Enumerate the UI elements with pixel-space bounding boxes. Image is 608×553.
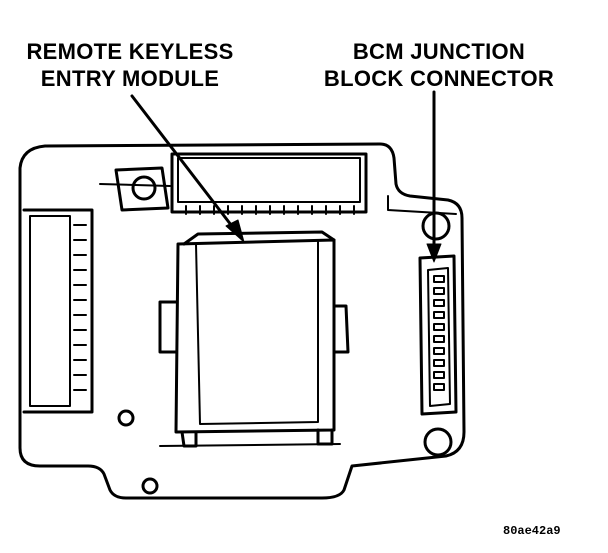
left-connector-pins <box>73 224 87 391</box>
right-upper-mounting-hole <box>421 211 451 241</box>
bottom-mounting-hole <box>141 477 159 495</box>
left-edge-connector <box>22 208 94 414</box>
rke-module-callout: REMOTE KEYLESS ENTRY MODULE <box>14 38 246 92</box>
rke-module-left-tab <box>158 300 178 354</box>
rke-callout-line2: ENTRY MODULE <box>40 66 220 91</box>
right-lower-mounting-hole <box>423 427 453 457</box>
top-header-connector <box>170 152 368 214</box>
rke-module-right-tab <box>332 304 350 354</box>
bcm-connector-inner <box>427 267 451 407</box>
bcm-connector-shell <box>418 254 458 416</box>
rke-leader-line <box>130 94 240 236</box>
board-outline <box>18 142 466 500</box>
rke-module-top-lip <box>182 230 336 246</box>
rke-module-body <box>174 238 336 434</box>
left-edge-connector-inner <box>29 215 71 407</box>
bcm-connector-pins <box>433 275 445 391</box>
rke-callout-line1: REMOTE KEYLESS <box>26 39 234 64</box>
bcm-leader-arrowhead <box>426 243 442 263</box>
left-lower-mounting-hole <box>117 409 135 427</box>
top-connector-teeth <box>185 205 355 215</box>
upper-left-boss-hole <box>131 175 157 201</box>
rke-module-floor <box>159 443 341 447</box>
rke-module-inner-face <box>195 241 319 425</box>
figure-code: 80ae42a9 <box>503 524 561 538</box>
bcm-connector-callout: BCM JUNCTION BLOCK CONNECTOR <box>308 38 570 92</box>
bcm-callout-line2: BLOCK CONNECTOR <box>323 66 555 91</box>
top-header-connector-inner <box>177 157 361 203</box>
bcm-callout-line1: BCM JUNCTION <box>352 39 526 64</box>
upper-left-boss <box>114 166 170 212</box>
rke-leader-arrowhead <box>225 219 245 243</box>
